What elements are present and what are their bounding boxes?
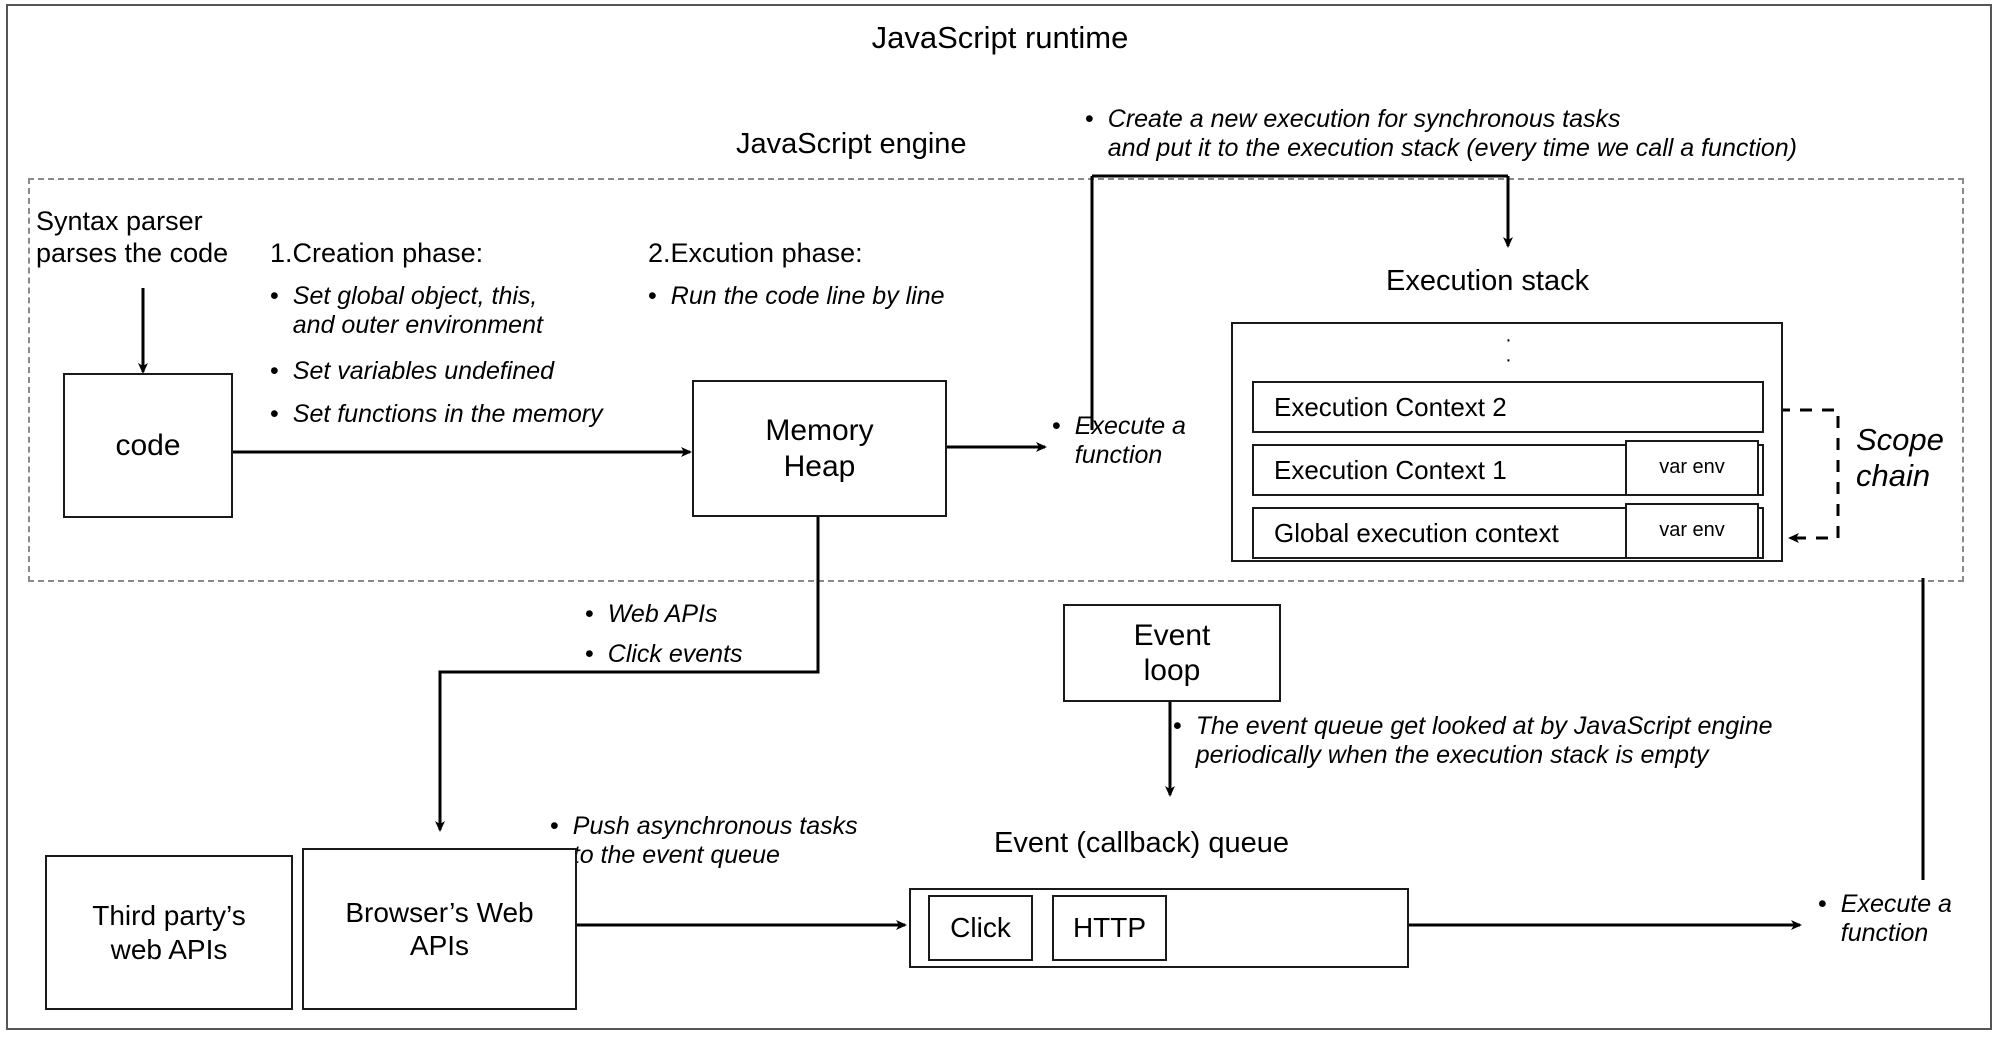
javascript-runtime-frame <box>6 4 1992 1030</box>
third-party-web-apis-box[interactable]: Third party’s web APIs <box>45 855 293 1010</box>
memory-heap-box[interactable]: Memory Heap <box>692 380 947 517</box>
stack-ellipsis: · · <box>1505 329 1513 371</box>
creation-phase-bullet-1: • Set global object, this, and outer env… <box>270 282 700 341</box>
execution-stack-title: Execution stack <box>1386 265 1590 297</box>
bullet-label: The event queue get looked at by JavaScr… <box>1195 712 1773 770</box>
bullet-glyph: • <box>270 400 279 428</box>
bullet-label: Push asynchronous tasks to the event que… <box>572 812 858 870</box>
stack-frame-label: Execution Context 2 <box>1274 391 1507 422</box>
event-loop-box[interactable]: Event loop <box>1063 604 1281 702</box>
bullet-label: Execute a function <box>1074 412 1186 470</box>
bullet-glyph: • <box>585 640 594 668</box>
bullet-glyph: • <box>1052 412 1061 440</box>
push-async-note: • Push asynchronous tasks to the event q… <box>550 812 950 871</box>
javascript-engine-frame <box>28 178 1964 582</box>
queue-item-click[interactable]: Click <box>928 895 1033 961</box>
bullet-label: Create a new execution for synchronous t… <box>1107 105 1797 163</box>
memory-heap-label: Memory Heap <box>765 414 874 483</box>
bullet-glyph: • <box>1085 105 1094 133</box>
runtime-title: JavaScript runtime <box>871 20 1129 55</box>
stack-frame-label: Execution Context 1 <box>1274 454 1507 485</box>
stack-frame-execution-context-2[interactable]: Execution Context 2 <box>1252 381 1764 433</box>
queue-item-label: Click <box>950 912 1011 944</box>
bullet-glyph: • <box>648 282 657 310</box>
var-env-label: var env <box>1659 519 1725 542</box>
stack-frame-label: Global execution context <box>1274 517 1559 548</box>
click-events-bullet: • Click events <box>585 640 845 669</box>
execution-phase-bullet-1: • Run the code line by line <box>648 282 1028 311</box>
execution-phase-title: 2.Excution phase: <box>648 238 863 268</box>
bullet-label: Execute a function <box>1840 890 1952 948</box>
bullet-glyph: • <box>585 600 594 628</box>
var-env-box-context-1[interactable]: var env <box>1625 440 1759 496</box>
creation-phase-bullet-3: • Set functions in the memory <box>270 400 730 429</box>
bullet-glyph: • <box>1173 712 1182 740</box>
code-box-label: code <box>115 428 181 462</box>
queue-item-label: HTTP <box>1072 912 1147 944</box>
bullet-label: Set variables undefined <box>292 357 555 385</box>
bullet-label: Click events <box>607 640 743 668</box>
event-queue-title: Event (callback) queue <box>994 827 1289 859</box>
engine-title: JavaScript engine <box>736 128 967 160</box>
execute-function-note: • Execute a function <box>1052 412 1242 471</box>
bullet-label: Set functions in the memory <box>292 400 603 428</box>
bullet-glyph: • <box>270 282 279 310</box>
creation-phase-bullet-2: • Set variables undefined <box>270 357 700 386</box>
var-env-label: var env <box>1659 456 1725 479</box>
bullet-glyph: • <box>1818 890 1827 918</box>
execute-function-note-bottom: • Execute a function <box>1818 890 2000 949</box>
var-env-box-global[interactable]: var env <box>1625 503 1759 559</box>
event-loop-label: Event loop <box>1133 618 1211 687</box>
syntax-parser-note: Syntax parser parses the code <box>36 206 229 269</box>
bullet-glyph: • <box>550 812 559 840</box>
bullet-label: Web APIs <box>607 600 718 628</box>
bullet-label: Run the code line by line <box>670 282 945 310</box>
event-loop-note: • The event queue get looked at by JavaS… <box>1173 712 1973 771</box>
bullet-label: Set global object, this, and outer envir… <box>292 282 543 340</box>
creation-phase-title: 1.Creation phase: <box>270 238 484 268</box>
create-execution-note: • Create a new execution for synchronous… <box>1085 105 1965 164</box>
bullet-glyph: • <box>270 357 279 385</box>
third-party-label: Third party’s web APIs <box>92 900 246 965</box>
code-box[interactable]: code <box>63 373 233 518</box>
browser-web-apis-box[interactable]: Browser’s Web APIs <box>302 848 577 1010</box>
queue-item-http[interactable]: HTTP <box>1052 895 1167 961</box>
scope-chain-label: Scope chain <box>1856 422 1944 493</box>
browser-web-apis-label: Browser’s Web APIs <box>345 896 534 961</box>
web-apis-bullet: • Web APIs <box>585 600 845 629</box>
